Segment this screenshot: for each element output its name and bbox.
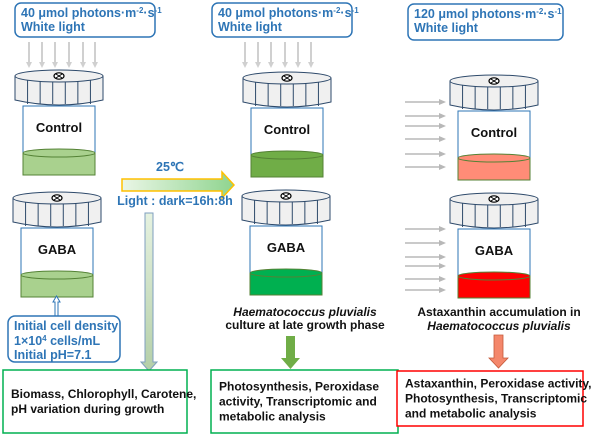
culture-liquid — [457, 276, 531, 299]
culture-liquid — [250, 155, 324, 178]
light-arrow-head — [242, 62, 248, 68]
result-text: metabolic analysis — [219, 410, 326, 424]
svg-text:Initial pH=7.1: Initial pH=7.1 — [14, 348, 92, 362]
svg-text:White light: White light — [218, 20, 283, 34]
svg-text:40 μmol photons·m-2·s-1: 40 μmol photons·m-2·s-1 — [21, 6, 162, 20]
light-arrows — [26, 42, 446, 293]
light-arrow-head — [439, 164, 446, 170]
light-arrow-head — [439, 240, 446, 246]
jar-control: Control — [449, 74, 539, 181]
initial-conditions-box: Initial cell density 1×104 cells/mL Init… — [7, 315, 121, 363]
svg-text:White light: White light — [414, 21, 479, 35]
light-arrow-head — [268, 62, 274, 68]
light-arrow-head — [66, 62, 72, 68]
result-boxes: Biomass, Chlorophyll, Carotene,pH variat… — [2, 369, 592, 434]
light-arrow-head — [439, 99, 446, 105]
result-text: Astaxanthin, Peroxidase activity, — [405, 377, 592, 391]
light-arrow-head — [52, 62, 58, 68]
culture-liquid — [249, 273, 323, 296]
down-arrow-col2 — [281, 336, 300, 369]
light-arrow-head — [92, 62, 98, 68]
light-arrow-head — [439, 113, 446, 119]
culture-conditions-arrow — [121, 170, 236, 200]
svg-text:120 μmol photons·m-2·s-1: 120 μmol photons·m-2·s-1 — [414, 7, 562, 21]
light-box-3: 120 μmol photons·m-2·s-1 White light — [407, 3, 564, 41]
culture-liquid — [457, 158, 531, 181]
jar-label: Control — [471, 125, 517, 140]
light-arrow-head — [439, 123, 446, 129]
jar-gaba: GABA — [449, 192, 539, 299]
result-text: Photosynthesis, Peroxidase — [219, 380, 379, 394]
result-box-3: Astaxanthin, Peroxidase activity,Photosy… — [396, 370, 592, 427]
light-arrow-head — [282, 62, 288, 68]
jar-cap — [449, 81, 539, 111]
svg-text:White light: White light — [21, 20, 86, 34]
light-box-2: 40 μmol photons·m-2·s-1 White light — [211, 2, 359, 38]
light-arrow-head — [295, 62, 301, 68]
jar-label: GABA — [38, 242, 77, 257]
jar-label: Control — [36, 120, 82, 135]
jar-cap — [449, 199, 539, 229]
light-arrow-head — [439, 226, 446, 232]
caption-col3-species: Haematococcus pluvialis — [427, 319, 571, 333]
light-arrow-head — [439, 136, 446, 142]
light-arrow-head — [439, 287, 446, 293]
light-arrow-head — [39, 62, 45, 68]
jar-label: Control — [264, 122, 310, 137]
jar-gaba: GABA — [12, 191, 102, 298]
caption-col2-phase: culture at late growth phase — [225, 318, 385, 332]
result-text: Photosynthesis, Transcriptomic — [405, 392, 587, 406]
temperature-label: 25℃ — [156, 160, 184, 174]
jar-gaba: GABA — [241, 189, 331, 296]
caption-col2-species: Haematococcus pluvialis — [233, 305, 377, 319]
down-arrow-growth — [139, 212, 159, 372]
svg-text:40 μmol photons·m-2·s-1: 40 μmol photons·m-2·s-1 — [218, 6, 359, 20]
jar-cap — [12, 198, 102, 228]
jar-control: Control — [242, 71, 332, 178]
light-arrow-head — [80, 62, 86, 68]
photoperiod-label: Light : dark=16h:8h — [117, 194, 233, 208]
jar-cap — [242, 78, 332, 108]
light-arrow-head — [439, 276, 446, 282]
result-box-1: Biomass, Chlorophyll, Carotene,pH variat… — [2, 369, 196, 434]
light-arrow-head — [255, 62, 261, 68]
result-text: activity, Transcriptomic and — [219, 395, 377, 409]
light-arrow-head — [439, 151, 446, 157]
result-text: Biomass, Chlorophyll, Carotene, — [11, 387, 196, 401]
jar-label: GABA — [267, 240, 306, 255]
jar-cap — [241, 196, 331, 226]
caption-col3-accumulation: Astaxanthin accumulation in — [417, 305, 580, 319]
culture-liquid — [22, 153, 96, 176]
jar-cap — [14, 76, 104, 106]
light-arrow-head — [308, 62, 314, 68]
result-text: pH variation during growth — [11, 402, 164, 416]
jar-label: GABA — [475, 243, 514, 258]
svg-text:Initial cell density: Initial cell density — [14, 319, 118, 333]
result-text: and metabolic analysis — [405, 407, 537, 421]
svg-text:1×104 cells/mL: 1×104 cells/mL — [14, 334, 100, 348]
light-arrow-head — [439, 263, 446, 269]
up-arrow-inoculation — [52, 295, 61, 317]
light-arrow-head — [26, 62, 32, 68]
light-arrow-head — [439, 254, 446, 260]
jar-control: Control — [14, 69, 104, 176]
down-arrow-col3 — [488, 334, 509, 369]
light-box-1: 40 μmol photons·m-2·s-1 White light — [14, 2, 162, 38]
